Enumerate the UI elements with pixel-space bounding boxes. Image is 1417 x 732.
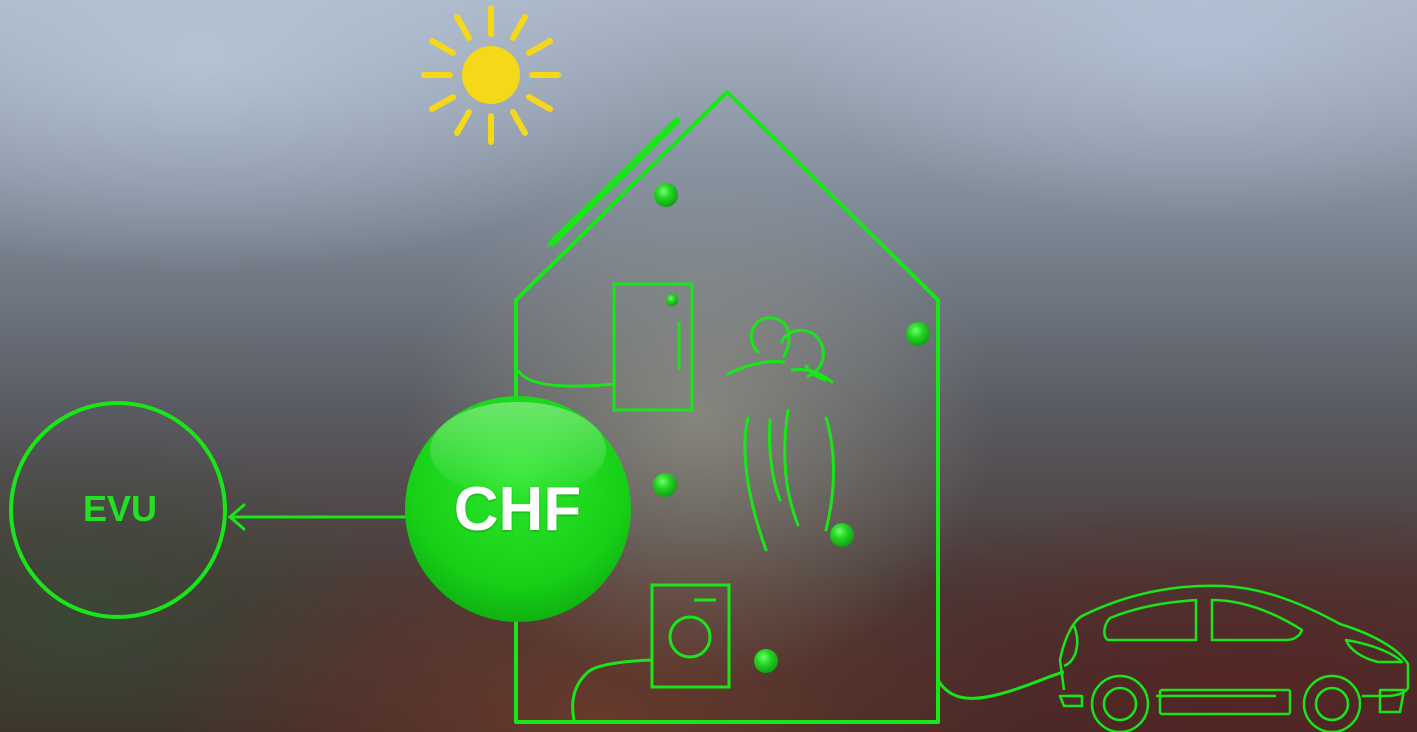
car-cable [938, 672, 1064, 698]
evu-label: EVU [15, 483, 225, 535]
house-icon [516, 92, 938, 722]
chf-label: CHF [405, 470, 630, 550]
indicator-dot [653, 473, 677, 497]
solar-panel-icon [548, 121, 677, 247]
indicator-dot [906, 322, 930, 346]
indicator-dot [830, 523, 854, 547]
refrigerator-cable [518, 370, 614, 386]
washing-machine-icon [652, 585, 729, 687]
indicator-dot [666, 294, 678, 306]
washing-machine-cable [573, 660, 652, 720]
refrigerator-icon [614, 284, 692, 410]
electric-car-icon [1060, 586, 1408, 732]
sun-icon [424, 8, 558, 142]
indicator-dot [754, 649, 778, 673]
indicator-dot [654, 183, 678, 207]
flow-arrow [230, 505, 408, 529]
people-icon [728, 318, 834, 550]
